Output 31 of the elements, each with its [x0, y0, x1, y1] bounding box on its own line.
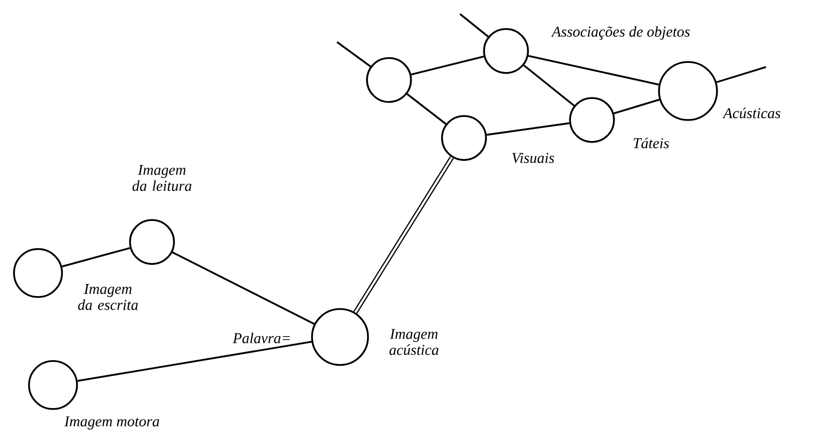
node-circle	[28, 360, 78, 410]
connector-line	[486, 122, 570, 136]
node-circle	[658, 61, 718, 121]
node-label: Imagem acústica	[389, 329, 438, 355]
node-label: Imagem da leitura	[132, 165, 192, 191]
connector-line	[336, 41, 372, 68]
node-circle	[569, 97, 615, 143]
node-circle	[366, 57, 412, 103]
node-label: Táteis	[634, 138, 669, 148]
connector-line	[523, 64, 575, 106]
connector-line	[77, 340, 312, 382]
connector-line	[528, 55, 659, 86]
connector-line	[62, 247, 130, 268]
node-circle	[441, 115, 487, 161]
node-circle	[483, 28, 529, 74]
connector-line	[172, 252, 315, 325]
node-circle	[129, 219, 175, 265]
node-circle	[13, 248, 63, 298]
connector-line	[353, 156, 454, 314]
connector-line	[614, 98, 660, 114]
node-label: Associações de objetos	[551, 26, 690, 40]
connector-line	[716, 66, 766, 84]
node-label: Acústicas	[722, 108, 780, 118]
node-label: Imagem motora	[64, 416, 160, 430]
connector-line	[406, 93, 446, 125]
node-label: Palavra=	[232, 332, 290, 344]
connector-line	[459, 13, 489, 38]
node-circle	[311, 308, 369, 366]
node-label: Visuais	[512, 152, 554, 164]
node-label: Imagem da escrita	[78, 284, 138, 310]
connector-line	[411, 56, 484, 76]
